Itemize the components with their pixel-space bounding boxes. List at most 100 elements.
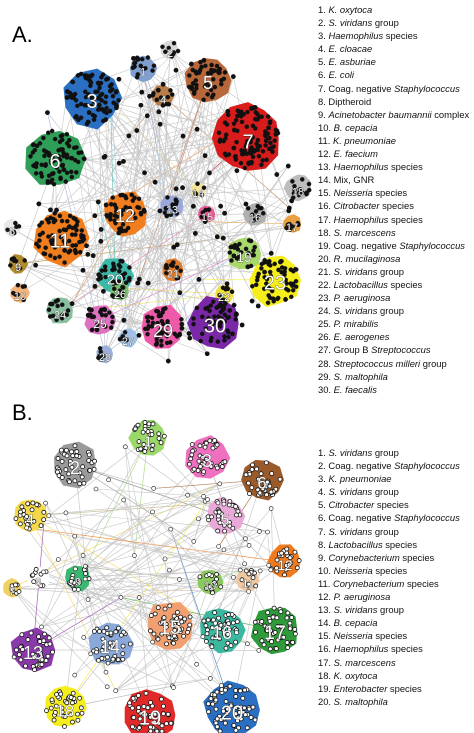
network-node bbox=[187, 622, 193, 628]
network-node bbox=[218, 717, 224, 723]
network-node bbox=[86, 92, 91, 97]
network-node bbox=[293, 631, 298, 637]
network-node bbox=[97, 346, 103, 351]
cluster-label: 6 bbox=[49, 151, 60, 173]
network-node bbox=[117, 226, 122, 232]
legend-item: 14. Mix, GNR bbox=[318, 173, 469, 186]
network-node bbox=[65, 308, 71, 313]
network-node bbox=[82, 576, 88, 582]
network-node bbox=[96, 102, 102, 108]
cluster-label: 14 bbox=[192, 188, 204, 200]
legend-text: 14. Mix, GNR bbox=[318, 174, 375, 186]
network-node bbox=[117, 288, 123, 293]
network-node bbox=[242, 705, 247, 711]
network-node bbox=[31, 142, 36, 147]
network-node bbox=[199, 192, 205, 198]
network-node bbox=[66, 143, 72, 149]
network-edge bbox=[103, 111, 159, 158]
network-node bbox=[64, 453, 70, 459]
network-node bbox=[63, 467, 69, 472]
network-node bbox=[296, 222, 301, 228]
legend-text: group bbox=[372, 525, 399, 537]
network-node bbox=[115, 657, 121, 663]
network-edge bbox=[98, 111, 228, 203]
network-node bbox=[86, 576, 92, 582]
network-node bbox=[243, 246, 249, 252]
network-node bbox=[123, 444, 128, 450]
network-node bbox=[265, 624, 270, 630]
legend-text: 18. bbox=[318, 669, 334, 681]
network-node bbox=[127, 641, 133, 647]
network-node bbox=[72, 533, 78, 539]
network-node bbox=[32, 147, 38, 153]
network-node bbox=[279, 270, 284, 275]
network-node bbox=[123, 280, 129, 285]
network-node bbox=[69, 174, 75, 180]
network-node bbox=[51, 181, 57, 187]
network-node bbox=[81, 635, 87, 640]
network-node bbox=[136, 276, 142, 282]
network-node bbox=[219, 298, 224, 303]
network-node bbox=[69, 301, 75, 307]
network-node bbox=[101, 644, 107, 650]
network-node bbox=[194, 82, 199, 88]
network-node bbox=[163, 49, 168, 55]
network-node bbox=[63, 179, 68, 184]
network-node bbox=[37, 232, 43, 238]
legend-item: 16. Citrobacter species bbox=[318, 199, 469, 212]
network-node bbox=[95, 199, 101, 205]
network-node bbox=[78, 705, 84, 711]
legend-text: group bbox=[420, 357, 447, 369]
cluster-label: 10 bbox=[204, 581, 216, 593]
legend-text: Neisseria bbox=[333, 187, 373, 199]
network-node bbox=[235, 108, 241, 113]
network-node bbox=[255, 303, 261, 309]
network-node bbox=[89, 327, 95, 333]
network-node bbox=[73, 250, 79, 256]
network-node bbox=[246, 250, 251, 256]
network-node bbox=[269, 639, 274, 645]
network-node bbox=[77, 695, 83, 701]
network-node bbox=[13, 292, 18, 297]
network-node bbox=[77, 470, 83, 476]
network-node bbox=[78, 71, 84, 77]
network-edge bbox=[85, 578, 122, 598]
network-node bbox=[242, 687, 248, 693]
network-edge bbox=[29, 502, 219, 517]
network-node bbox=[191, 466, 197, 472]
network-edge bbox=[100, 91, 111, 279]
network-edge bbox=[177, 227, 287, 246]
network-edge bbox=[86, 227, 287, 247]
network-node bbox=[265, 114, 271, 119]
network-node bbox=[290, 640, 296, 645]
network-node bbox=[38, 583, 44, 589]
network-node bbox=[211, 92, 216, 97]
network-node bbox=[152, 711, 158, 717]
network-node bbox=[214, 442, 220, 448]
cluster-label: 18 bbox=[292, 187, 304, 199]
network-node bbox=[210, 445, 216, 451]
network-node bbox=[209, 514, 215, 520]
legend-text: 28. bbox=[318, 357, 334, 369]
network-node bbox=[103, 274, 108, 280]
network-node bbox=[284, 546, 290, 552]
network-node bbox=[224, 122, 230, 127]
network-edge bbox=[123, 499, 170, 571]
network-node bbox=[294, 565, 300, 571]
network-node bbox=[41, 517, 47, 523]
network-node bbox=[69, 449, 74, 455]
cluster-label: 12 bbox=[115, 206, 135, 226]
network-node bbox=[235, 718, 240, 724]
network-node bbox=[268, 506, 274, 511]
network-edge bbox=[125, 446, 286, 563]
network-node bbox=[203, 638, 209, 644]
network-node bbox=[174, 199, 179, 204]
network-node bbox=[156, 109, 162, 115]
network-node bbox=[264, 479, 270, 485]
network-node bbox=[209, 335, 214, 341]
network-node bbox=[30, 500, 36, 506]
network-node bbox=[167, 567, 172, 573]
network-node bbox=[28, 630, 34, 636]
legend-item: 4. S. viridans group bbox=[318, 485, 460, 498]
